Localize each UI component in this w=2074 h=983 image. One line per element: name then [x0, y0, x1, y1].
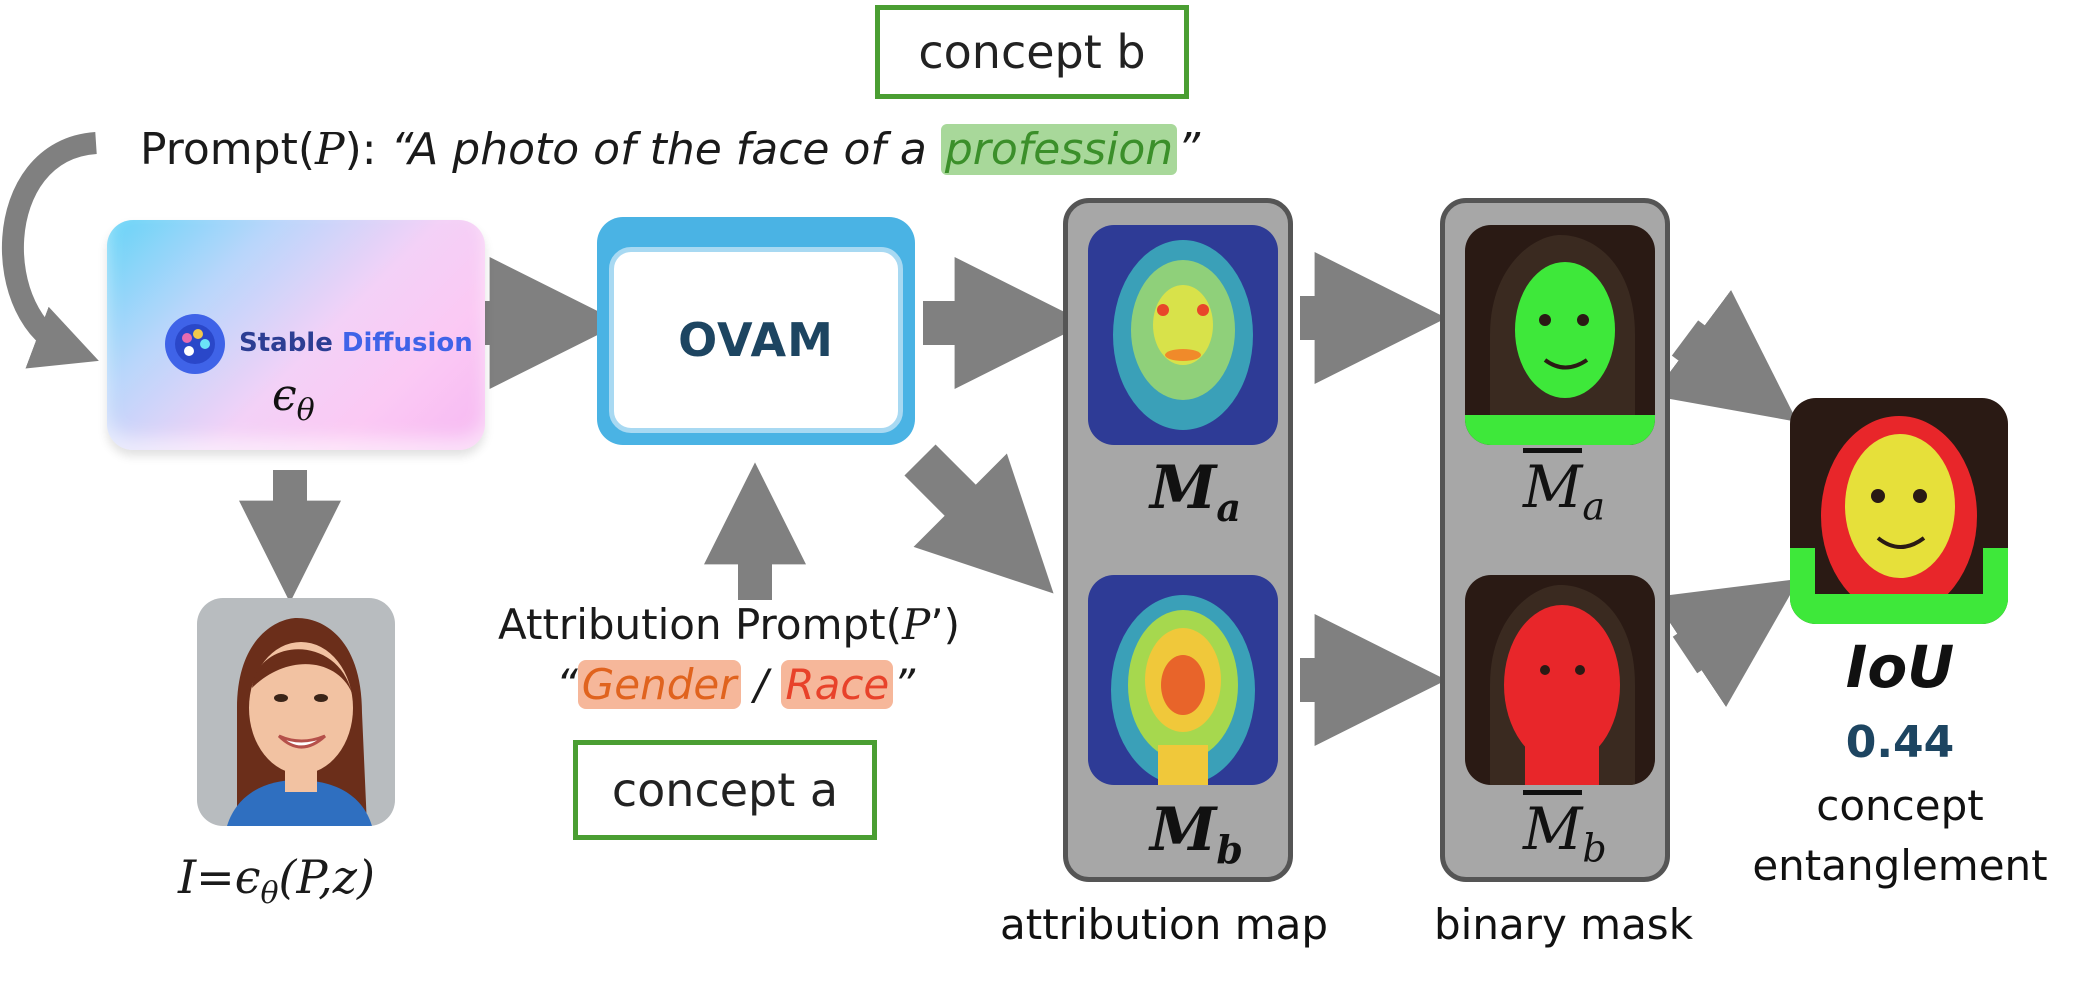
concept-a-label: concept a — [611, 763, 839, 817]
iou-value: 0.44 — [1845, 716, 1955, 768]
bin-mask-b-label: Mb — [1523, 790, 1607, 871]
prompt-quote-close: ” — [1177, 124, 1200, 175]
stable-diffusion-title: Stable Diffusion — [239, 328, 473, 358]
concept-b-box: concept b — [875, 5, 1189, 99]
attribution-options: “Gender / Race” — [556, 660, 916, 709]
attribution-map-a-image — [1088, 225, 1278, 445]
ovam-label: OVAM — [678, 313, 834, 367]
arrow-bin-a-to-iou — [1652, 290, 1798, 422]
ovam-block: OVAM — [597, 217, 915, 445]
stable-diffusion-block: Stable Diffusion ϵθ — [107, 220, 485, 450]
iou-overlap-image — [1790, 398, 2008, 624]
feedback-arrow — [1, 132, 99, 369]
attribution-map-b-image — [1088, 575, 1278, 785]
iou-caption-line1: concept — [1816, 781, 1984, 830]
prompt-quote-open: “ — [390, 124, 409, 175]
attribution-map-panel: Ma Mb — [1063, 198, 1293, 882]
binary-mask-b-image — [1465, 575, 1655, 785]
option-gender: Gender — [577, 660, 741, 709]
option-race: Race — [781, 660, 894, 709]
map-a-label: Ma — [1150, 453, 1242, 530]
ovam-inner: OVAM — [609, 247, 903, 433]
attribution-prompt-line: Attribution Prompt(P’) — [498, 600, 961, 649]
prompt-highlight-profession: profession — [940, 124, 1178, 175]
image-equation: I=ϵθ(P,z) — [178, 850, 375, 912]
arrow-ovam-to-mb — [904, 444, 1054, 594]
palette-logo-icon — [165, 314, 225, 374]
generated-face-image — [197, 598, 395, 826]
iou-caption: concept entanglement — [1730, 776, 2070, 896]
sd-epsilon-theta: ϵθ — [272, 370, 315, 428]
prompt-quote-text: A photo of the face of a — [408, 124, 941, 175]
concept-a-box: concept a — [573, 740, 877, 840]
prompt-suffix: ): — [344, 124, 391, 175]
binary-mask-panel: Ma Mb — [1440, 198, 1670, 882]
attribution-map-caption: attribution map — [1000, 900, 1329, 949]
prompt-prefix: Prompt( — [140, 124, 316, 175]
iou-label: IoU — [1845, 633, 1955, 701]
iou-caption-line2: entanglement — [1752, 841, 2048, 890]
prompt-line: Prompt(P): “A photo of the face of a pro… — [140, 124, 1200, 175]
binary-mask-a-image — [1465, 225, 1655, 445]
arrow-bin-b-to-iou — [1652, 578, 1800, 707]
bin-mask-a-label: Ma — [1523, 448, 1605, 529]
map-b-label: Mb — [1150, 795, 1243, 872]
concept-b-label: concept b — [918, 25, 1146, 79]
prompt-var: P — [315, 124, 345, 175]
binary-mask-caption: binary mask — [1434, 900, 1694, 949]
